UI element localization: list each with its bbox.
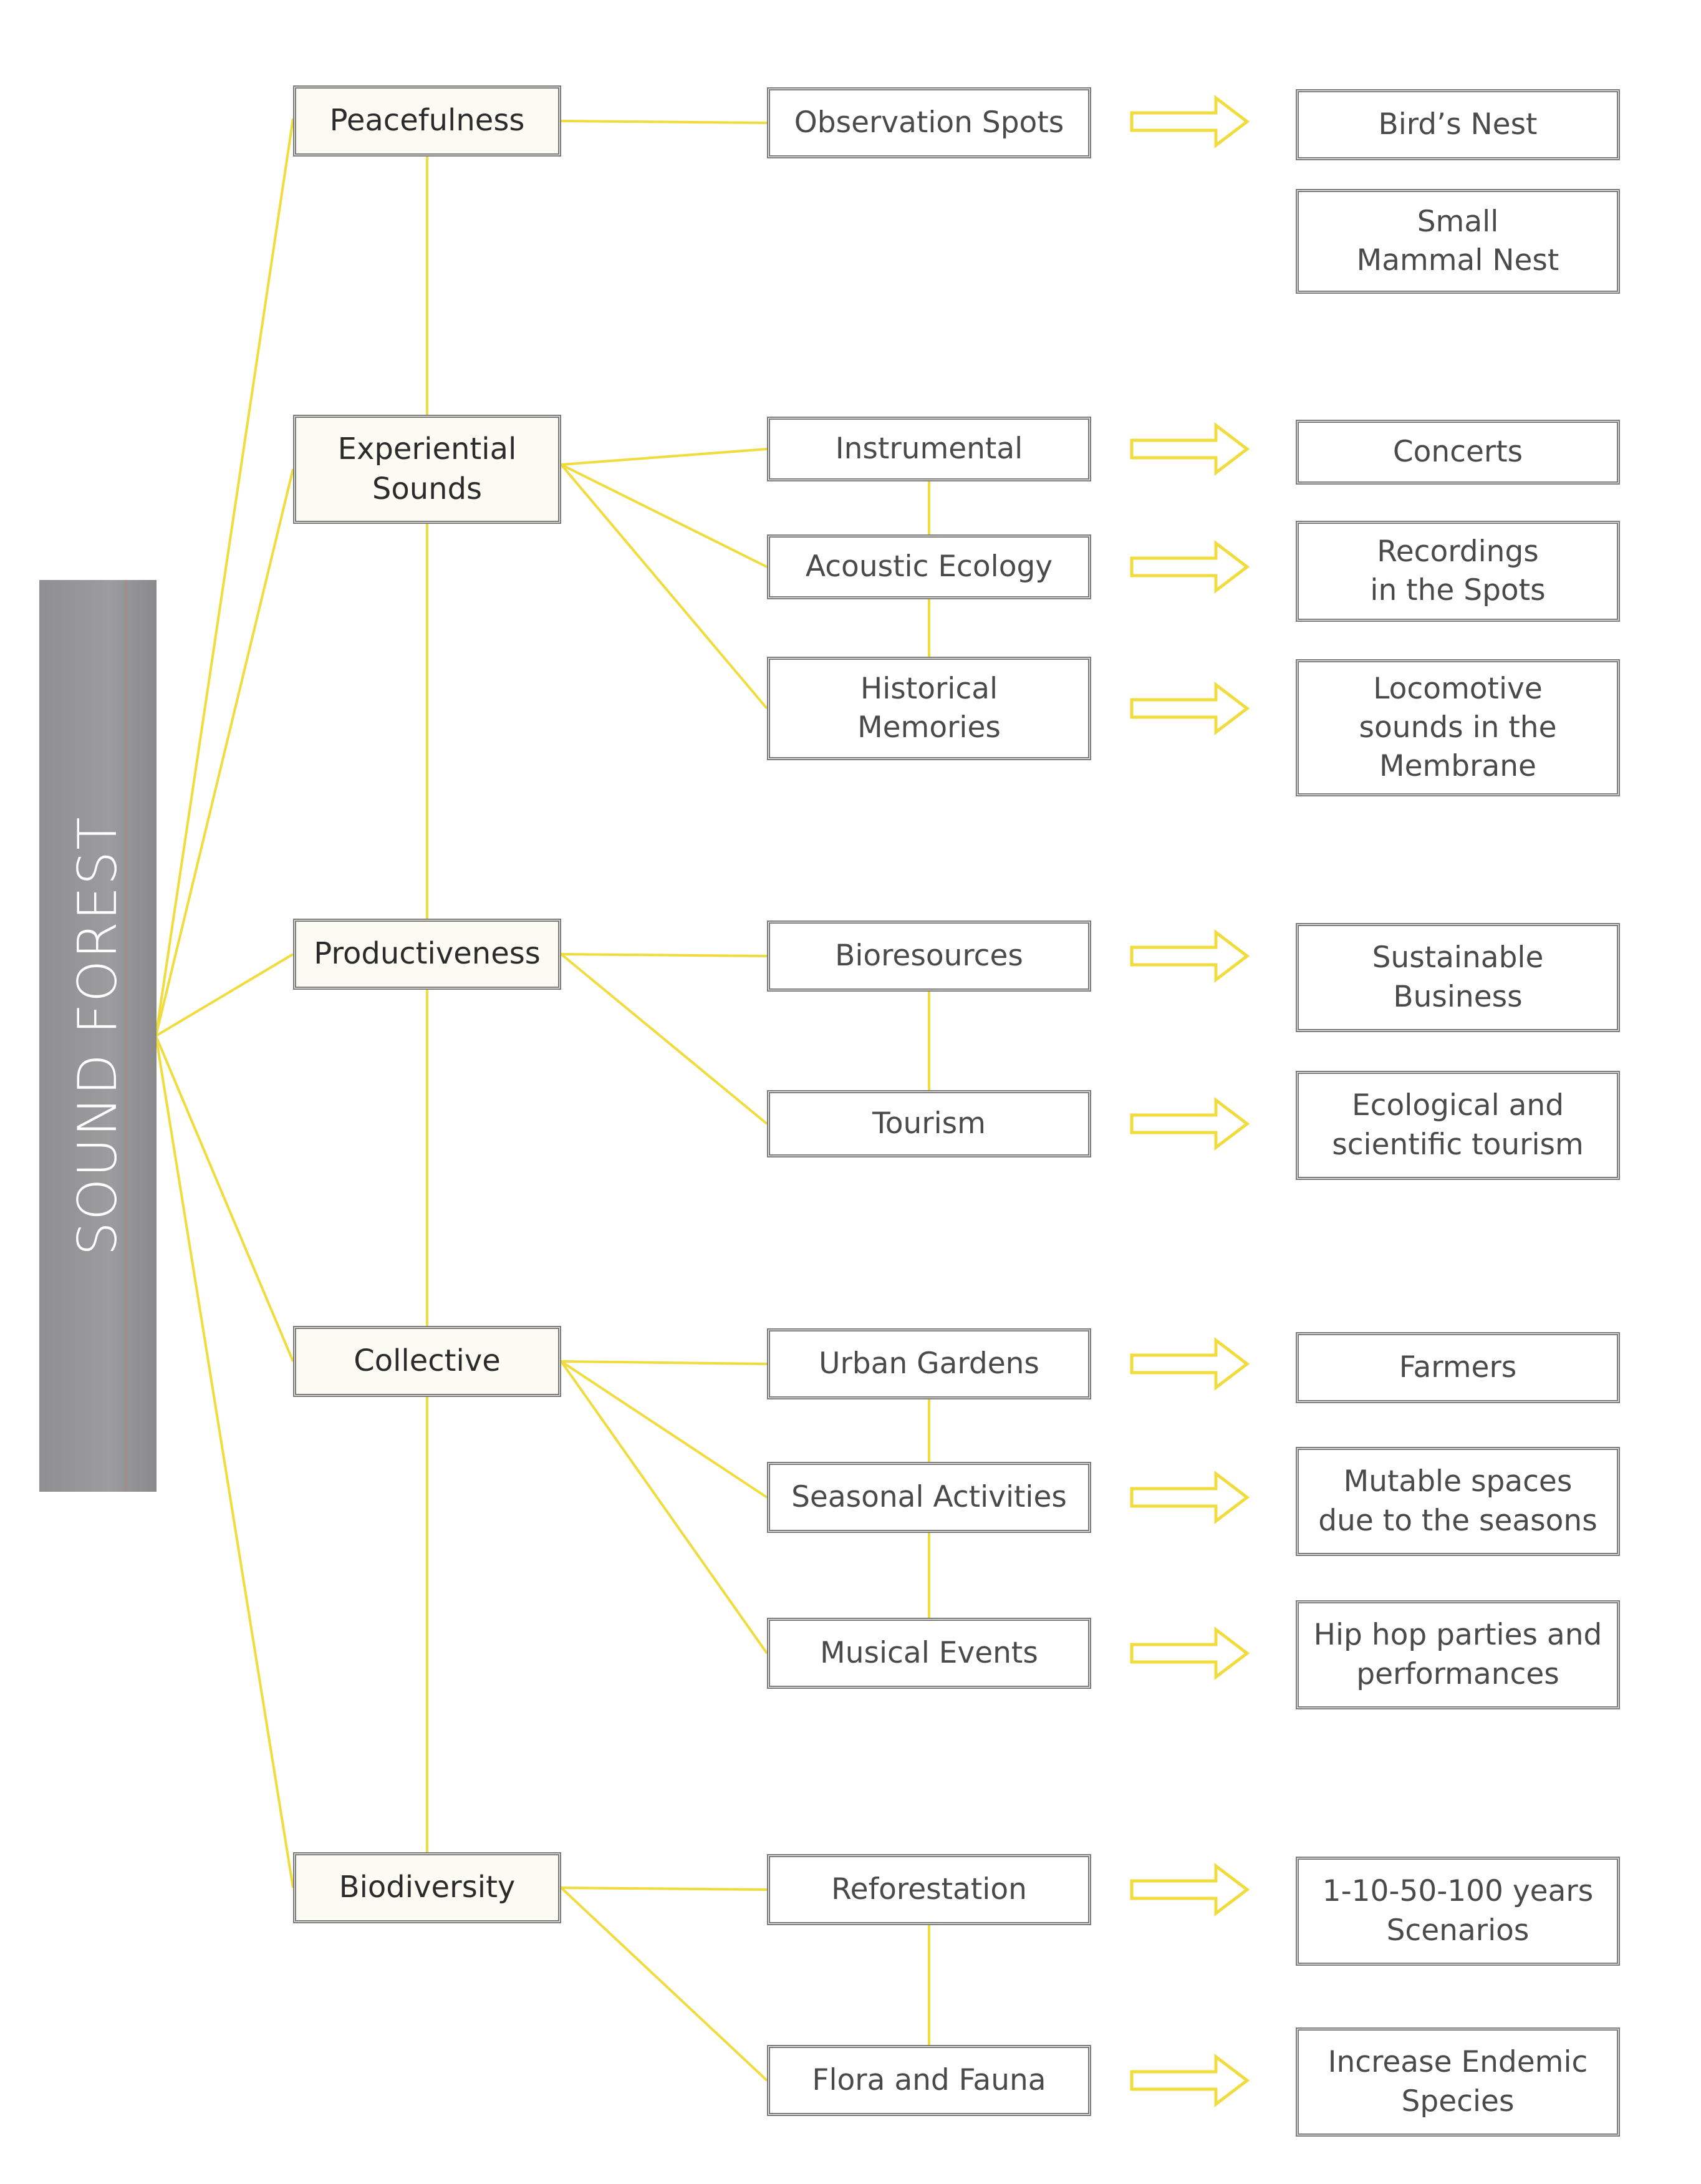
fan-connector-4 [155,1035,294,1888]
theme-activity-connector-0 [561,120,768,124]
theme-activity-connector-8 [560,1360,768,1655]
arrow-connector-8 [1130,1626,1250,1681]
outcome-box-ecological-tourism: Ecological and scientific tourism [1296,1071,1620,1180]
theme-activity-connector-9 [561,1887,768,1891]
side-title: SOUND FOREST [67,816,129,1256]
outcome-box-small-mammal-nest: Small Mammal Nest [1296,189,1620,294]
outcome-box-sustainable-business: Sustainable Business [1296,923,1620,1032]
theme-activity-connector-2 [561,463,768,568]
outcome-box-recordings-in-the-spots: Recordings in the Spots [1296,521,1620,622]
theme-box-productiveness: Productiveness [293,919,561,990]
outcome-box-increase-endemic-species: Increase Endemic Species [1296,2027,1620,2137]
arrow-connector-5 [1130,1096,1250,1151]
activity-box-tourism: Tourism [767,1090,1091,1157]
activity-box-bioresources: Bioresources [767,920,1091,992]
theme-activity-connector-10 [560,1887,768,2082]
theme-box-collective: Collective [293,1326,561,1397]
activity-box-urban-gardens: Urban Gardens [767,1328,1091,1399]
arrow-connector-7 [1130,1470,1250,1525]
theme-box-peacefulness: Peacefulness [293,85,561,157]
arrow-connector-9 [1130,1862,1250,1917]
activity-box-seasonal-activities: Seasonal Activities [767,1462,1091,1533]
arrow-connector-2 [1130,539,1250,594]
activity-box-acoustic-ecology: Acoustic Ecology [767,534,1091,599]
outcome-box-birds-nest: Bird’s Nest [1296,89,1620,160]
fan-connector-1 [155,468,294,1036]
outcome-box-farmers: Farmers [1296,1332,1620,1403]
activity-box-reforestation: Reforestation [767,1854,1091,1925]
outcome-box-hip-hop-parties: Hip hop parties and performances [1296,1600,1620,1709]
activity-box-observation-spots: Observation Spots [767,87,1091,158]
outcome-box-concerts: Concerts [1296,420,1620,485]
theme-activity-connector-1 [561,448,768,466]
arrow-connector-10 [1130,2053,1250,2108]
arrow-connector-3 [1130,681,1250,736]
outcome-box-years-scenarios: 1-10-50-100 years Scenarios [1296,1857,1620,1966]
arrow-connector-0 [1130,94,1250,149]
theme-activity-connector-4 [561,953,768,957]
outcome-box-locomotive-sounds: Locomotive sounds in the Membrane [1296,659,1620,796]
activity-box-flora-and-fauna: Flora and Fauna [767,2045,1091,2116]
theme-box-experiential-sounds: Experiential Sounds [293,415,561,524]
theme-activity-connector-6 [561,1360,768,1365]
theme-activity-connector-5 [560,953,768,1125]
activity-box-instrumental: Instrumental [767,417,1091,481]
theme-activity-connector-3 [560,463,768,710]
arrow-connector-1 [1130,422,1250,476]
fan-connector-0 [155,118,294,1036]
activity-box-historical-memories: Historical Memories [767,657,1091,760]
theme-activity-connector-7 [560,1360,768,1499]
side-band [39,580,157,1492]
fan-connector-2 [155,953,294,1037]
theme-box-biodiversity: Biodiversity [293,1852,561,1923]
arrow-connector-6 [1130,1336,1250,1391]
outcome-box-mutable-spaces: Mutable spaces due to the seasons [1296,1447,1620,1556]
arrow-connector-4 [1130,929,1250,983]
fan-connector-3 [155,1035,294,1362]
activity-box-musical-events: Musical Events [767,1618,1091,1689]
